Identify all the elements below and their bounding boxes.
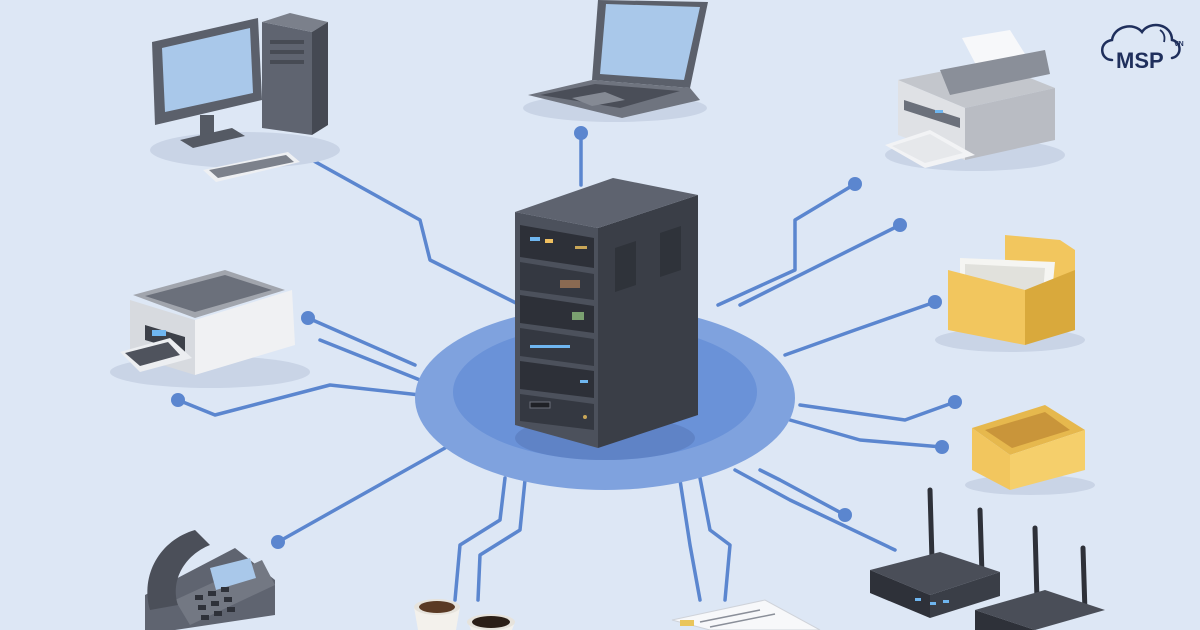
connector-lines <box>176 133 957 602</box>
document-icon <box>671 599 821 630</box>
connector-scanner-2 <box>318 338 422 382</box>
connector-printer-1 <box>716 182 857 307</box>
connector-desktop <box>301 153 522 307</box>
connector-bottom-4 <box>698 476 732 602</box>
printer-icon <box>885 30 1065 171</box>
folder-stack-icon <box>935 235 1085 352</box>
connector-router-2 <box>733 468 897 552</box>
connector-dots <box>171 126 962 549</box>
desk-phone-icon <box>145 530 275 630</box>
dot-laptop <box>574 126 588 140</box>
connector-left-1 <box>176 383 422 417</box>
wifi-router-icon <box>975 525 1105 630</box>
connector-folder <box>783 300 937 357</box>
logo-superscript: VN <box>1174 41 1184 48</box>
dot-router <box>838 508 852 522</box>
scanner-printer-icon <box>110 270 310 388</box>
connector-printer-2 <box>738 223 902 307</box>
coffee-cup-icon <box>467 614 515 630</box>
connector-bottom-1 <box>453 476 507 602</box>
laptop-icon <box>523 0 708 122</box>
rack-units <box>520 225 594 430</box>
server-tower-icon <box>515 34 698 448</box>
dot-printer-1 <box>848 177 862 191</box>
connector-box-2 <box>788 418 944 449</box>
dot-left <box>171 393 185 407</box>
dot-box-1 <box>948 395 962 409</box>
cloud-logo-icon <box>1101 23 1181 62</box>
desktop-computer-icon <box>150 13 340 182</box>
connector-box-1 <box>798 400 957 422</box>
open-box-icon <box>965 405 1095 495</box>
wifi-router-icon <box>870 487 1000 618</box>
connector-bottom-2 <box>476 478 527 602</box>
dot-box-2 <box>935 440 949 454</box>
connector-router-1 <box>758 468 847 517</box>
dot-phone <box>271 535 285 549</box>
connector-scanner-1 <box>306 316 417 367</box>
logo: MSP VN <box>1101 23 1184 73</box>
coffee-cup-icon <box>414 599 460 630</box>
dot-printer-2 <box>893 218 907 232</box>
dot-folder <box>928 295 942 309</box>
logo-text: MSP <box>1116 48 1164 73</box>
dot-scanner <box>301 311 315 325</box>
connector-bottom-3 <box>678 478 702 602</box>
connector-phone <box>276 446 447 544</box>
